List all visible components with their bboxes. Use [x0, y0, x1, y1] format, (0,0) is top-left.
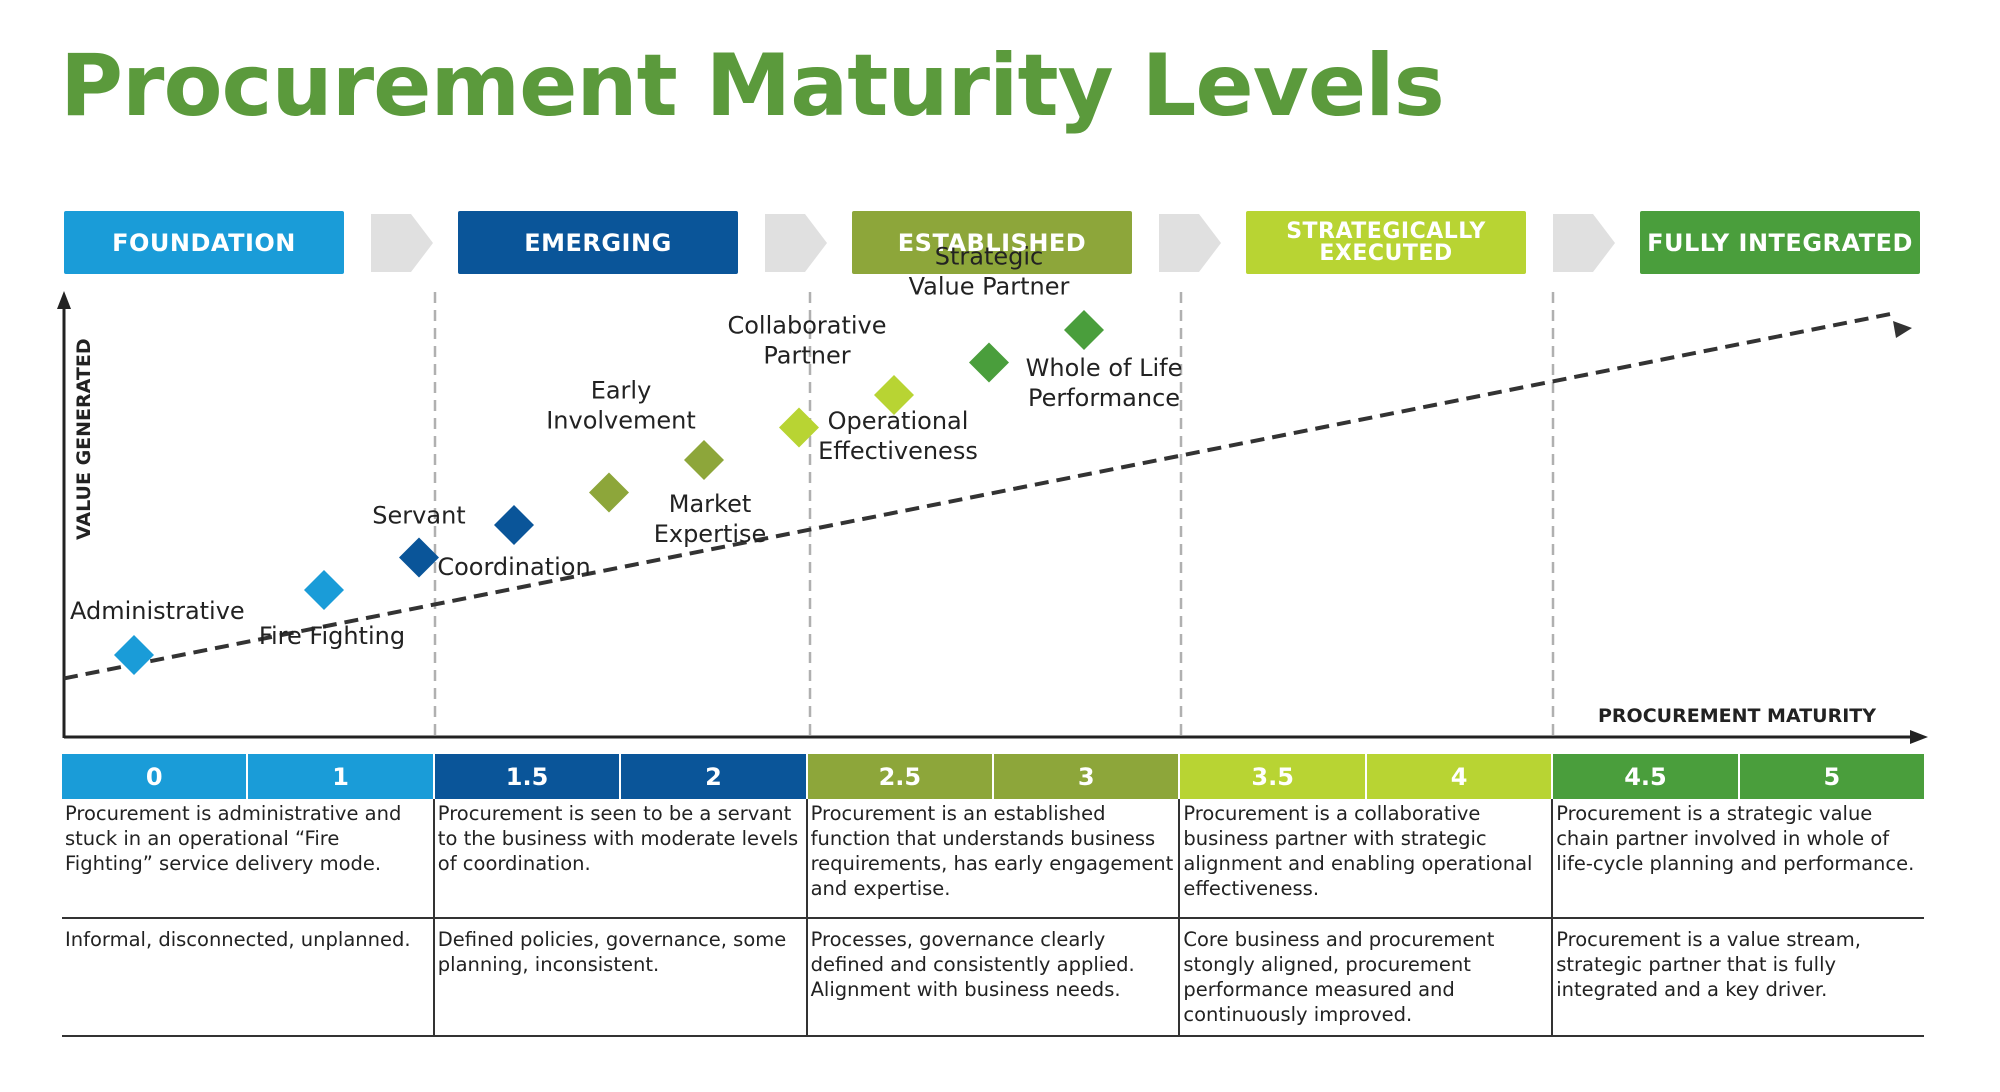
stage-dividers [433, 292, 1555, 737]
level-number-cell: 2 [621, 754, 808, 799]
level-number-cell: 5 [1739, 754, 1925, 799]
maturity-point-marker [1064, 310, 1104, 350]
chevron-right-icon [371, 214, 433, 272]
level-number-cell: 4.5 [1553, 754, 1740, 799]
stage-emerging: EMERGING [458, 211, 738, 274]
stage-fully-integrated-label: FULLY INTEGRATED [1647, 228, 1913, 257]
stage-foundation-label: FOUNDATION [112, 228, 296, 257]
stage-strategically-executed: STRATEGICALLY EXECUTED [1246, 211, 1526, 274]
y-axis-label: VALUE GENERATED [73, 338, 95, 540]
chevron-right-icon [1553, 214, 1615, 272]
stage-characteristics-cell: Procurement is a value stream, strategic… [1551, 919, 1924, 1035]
stage-description-cell: Procurement is seen to be a servant to t… [432, 799, 806, 917]
level-number-cell: 0 [62, 754, 249, 799]
maturity-point-marker [304, 570, 344, 610]
maturity-point-marker [874, 375, 914, 415]
stage-emerging-label: EMERGING [524, 228, 672, 257]
maturity-point-label: Administrative [70, 597, 245, 625]
maturity-point-label: Servant [372, 502, 465, 530]
stage-foundation: FOUNDATION [64, 211, 344, 274]
page-title: Procurement Maturity Levels [60, 36, 1445, 136]
maturity-point-marker [969, 342, 1009, 383]
stage-description-cell: Procurement is a collaborative business … [1178, 799, 1551, 917]
stage-description-cell: Procurement is an established function t… [805, 799, 1179, 917]
maturity-point-marker [399, 537, 439, 578]
level-number-cell: 3 [994, 754, 1181, 799]
level-number-cell: 3.5 [1180, 754, 1367, 799]
maturity-point-label: Coordination [437, 553, 590, 581]
trend-arrowhead [1893, 321, 1912, 338]
maturity-point-marker [589, 472, 629, 513]
stage-established: ESTABLISHED [852, 211, 1132, 274]
stage-established-label: ESTABLISHED [897, 228, 1087, 257]
level-number-cell: 1 [248, 754, 435, 799]
stage-characteristics-cell: Defined policies, governance, some plann… [432, 919, 806, 1035]
chevron-right-icon [1159, 214, 1221, 272]
stage-characteristics-cell: Processes, governance clearly defined an… [805, 919, 1179, 1035]
stage-characteristics-cell: Informal, disconnected, unplanned. [65, 928, 411, 951]
trend-line [63, 311, 1896, 681]
description-row: Procurement is administrative and stuck … [62, 799, 1924, 919]
level-number-cell: 1.5 [434, 754, 622, 799]
maturity-point-label: Fire Fighting [259, 622, 405, 650]
stage-description-cell: Procurement is a strategic value chain p… [1551, 799, 1924, 917]
stage-characteristics-cell: Core business and procurement stongly al… [1178, 919, 1551, 1035]
stage-description-cell: Procurement is administrative and stuck … [65, 802, 402, 875]
maturity-point-marker [494, 505, 534, 545]
maturity-point-marker [779, 407, 819, 448]
chevron-right-icon [765, 214, 827, 272]
maturity-point-marker [684, 440, 724, 480]
maturity-point-marker [114, 635, 154, 675]
stage-strategically-executed-label: STRATEGICALLY EXECUTED [1286, 218, 1486, 266]
characteristics-row: Informal, disconnected, unplanned. Define… [62, 919, 1924, 1037]
x-axis-arrowhead [1910, 730, 1928, 744]
level-number-cell: 2.5 [807, 754, 995, 799]
y-axis-arrowhead [57, 291, 71, 309]
x-axis-label: PROCUREMENT MATURITY [1598, 705, 1876, 727]
stage-fully-integrated: FULLY INTEGRATED [1640, 211, 1920, 274]
maturity-diagram: VALUE GENERATED PROCUREMENT MATURITY Adm… [57, 243, 1928, 744]
level-number-cell: 4 [1366, 754, 1554, 799]
